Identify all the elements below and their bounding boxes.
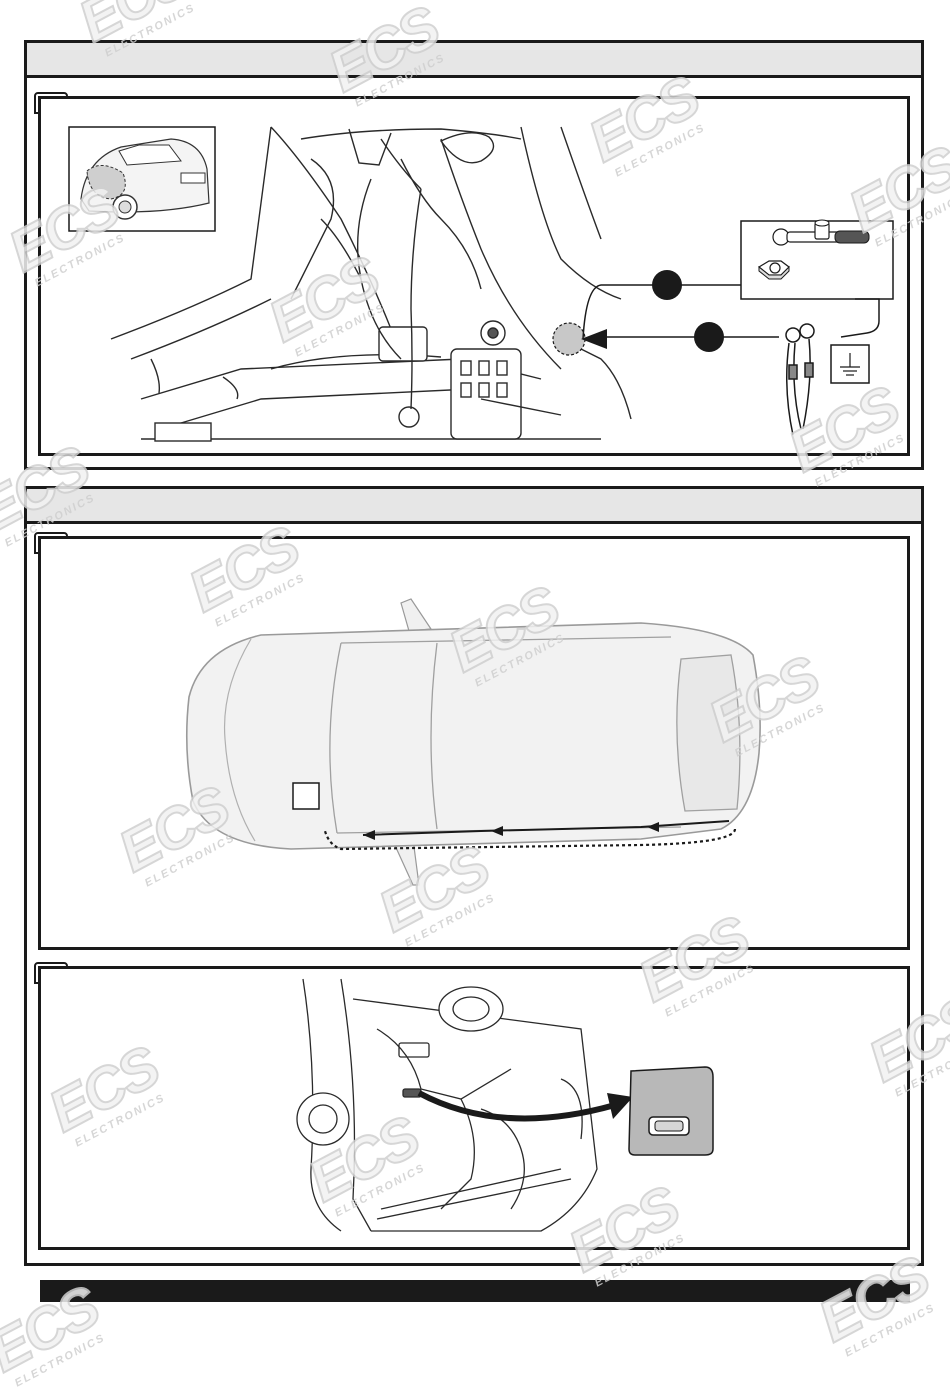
- arrow-to-ground-point: [581, 329, 607, 349]
- door-sill-illustration: [296, 978, 714, 1232]
- nut-icon: [757, 260, 790, 280]
- trunk-wiring-illustration: [68, 126, 894, 442]
- cable-route-illustration: [185, 598, 761, 886]
- socket-icon: [814, 219, 830, 240]
- ratchet-wrench-icon: [772, 228, 870, 246]
- bottom-section-header: [27, 489, 921, 524]
- trunk-wiring-panel: [38, 96, 910, 456]
- trunk-interior-drawing: [110, 126, 632, 442]
- sill-cover-detail: [628, 1066, 714, 1156]
- cable-route-solid: [362, 820, 730, 836]
- top-section-header: [27, 43, 921, 78]
- car-thumbnail-inset: [68, 126, 216, 232]
- door-sill-panel: [38, 966, 910, 1250]
- pointer-arrowhead: [607, 1093, 633, 1119]
- route-arrow-3: [647, 822, 659, 832]
- ring-terminal-icon: [785, 323, 815, 436]
- step-marker-1: [652, 270, 682, 300]
- ground-symbol-icon: [830, 344, 870, 384]
- step-marker-2: [694, 322, 724, 352]
- car-top-view: [185, 598, 761, 886]
- ground-point-highlight: [552, 322, 586, 356]
- tools-box: [740, 219, 894, 300]
- route-arrow-2: [491, 826, 503, 836]
- cable-route-panel: [38, 536, 910, 950]
- pointer-arrow: [417, 1090, 616, 1122]
- cable-route-dashed: [323, 828, 737, 851]
- footer-bar: [40, 1280, 910, 1302]
- route-arrow-1: [363, 830, 375, 840]
